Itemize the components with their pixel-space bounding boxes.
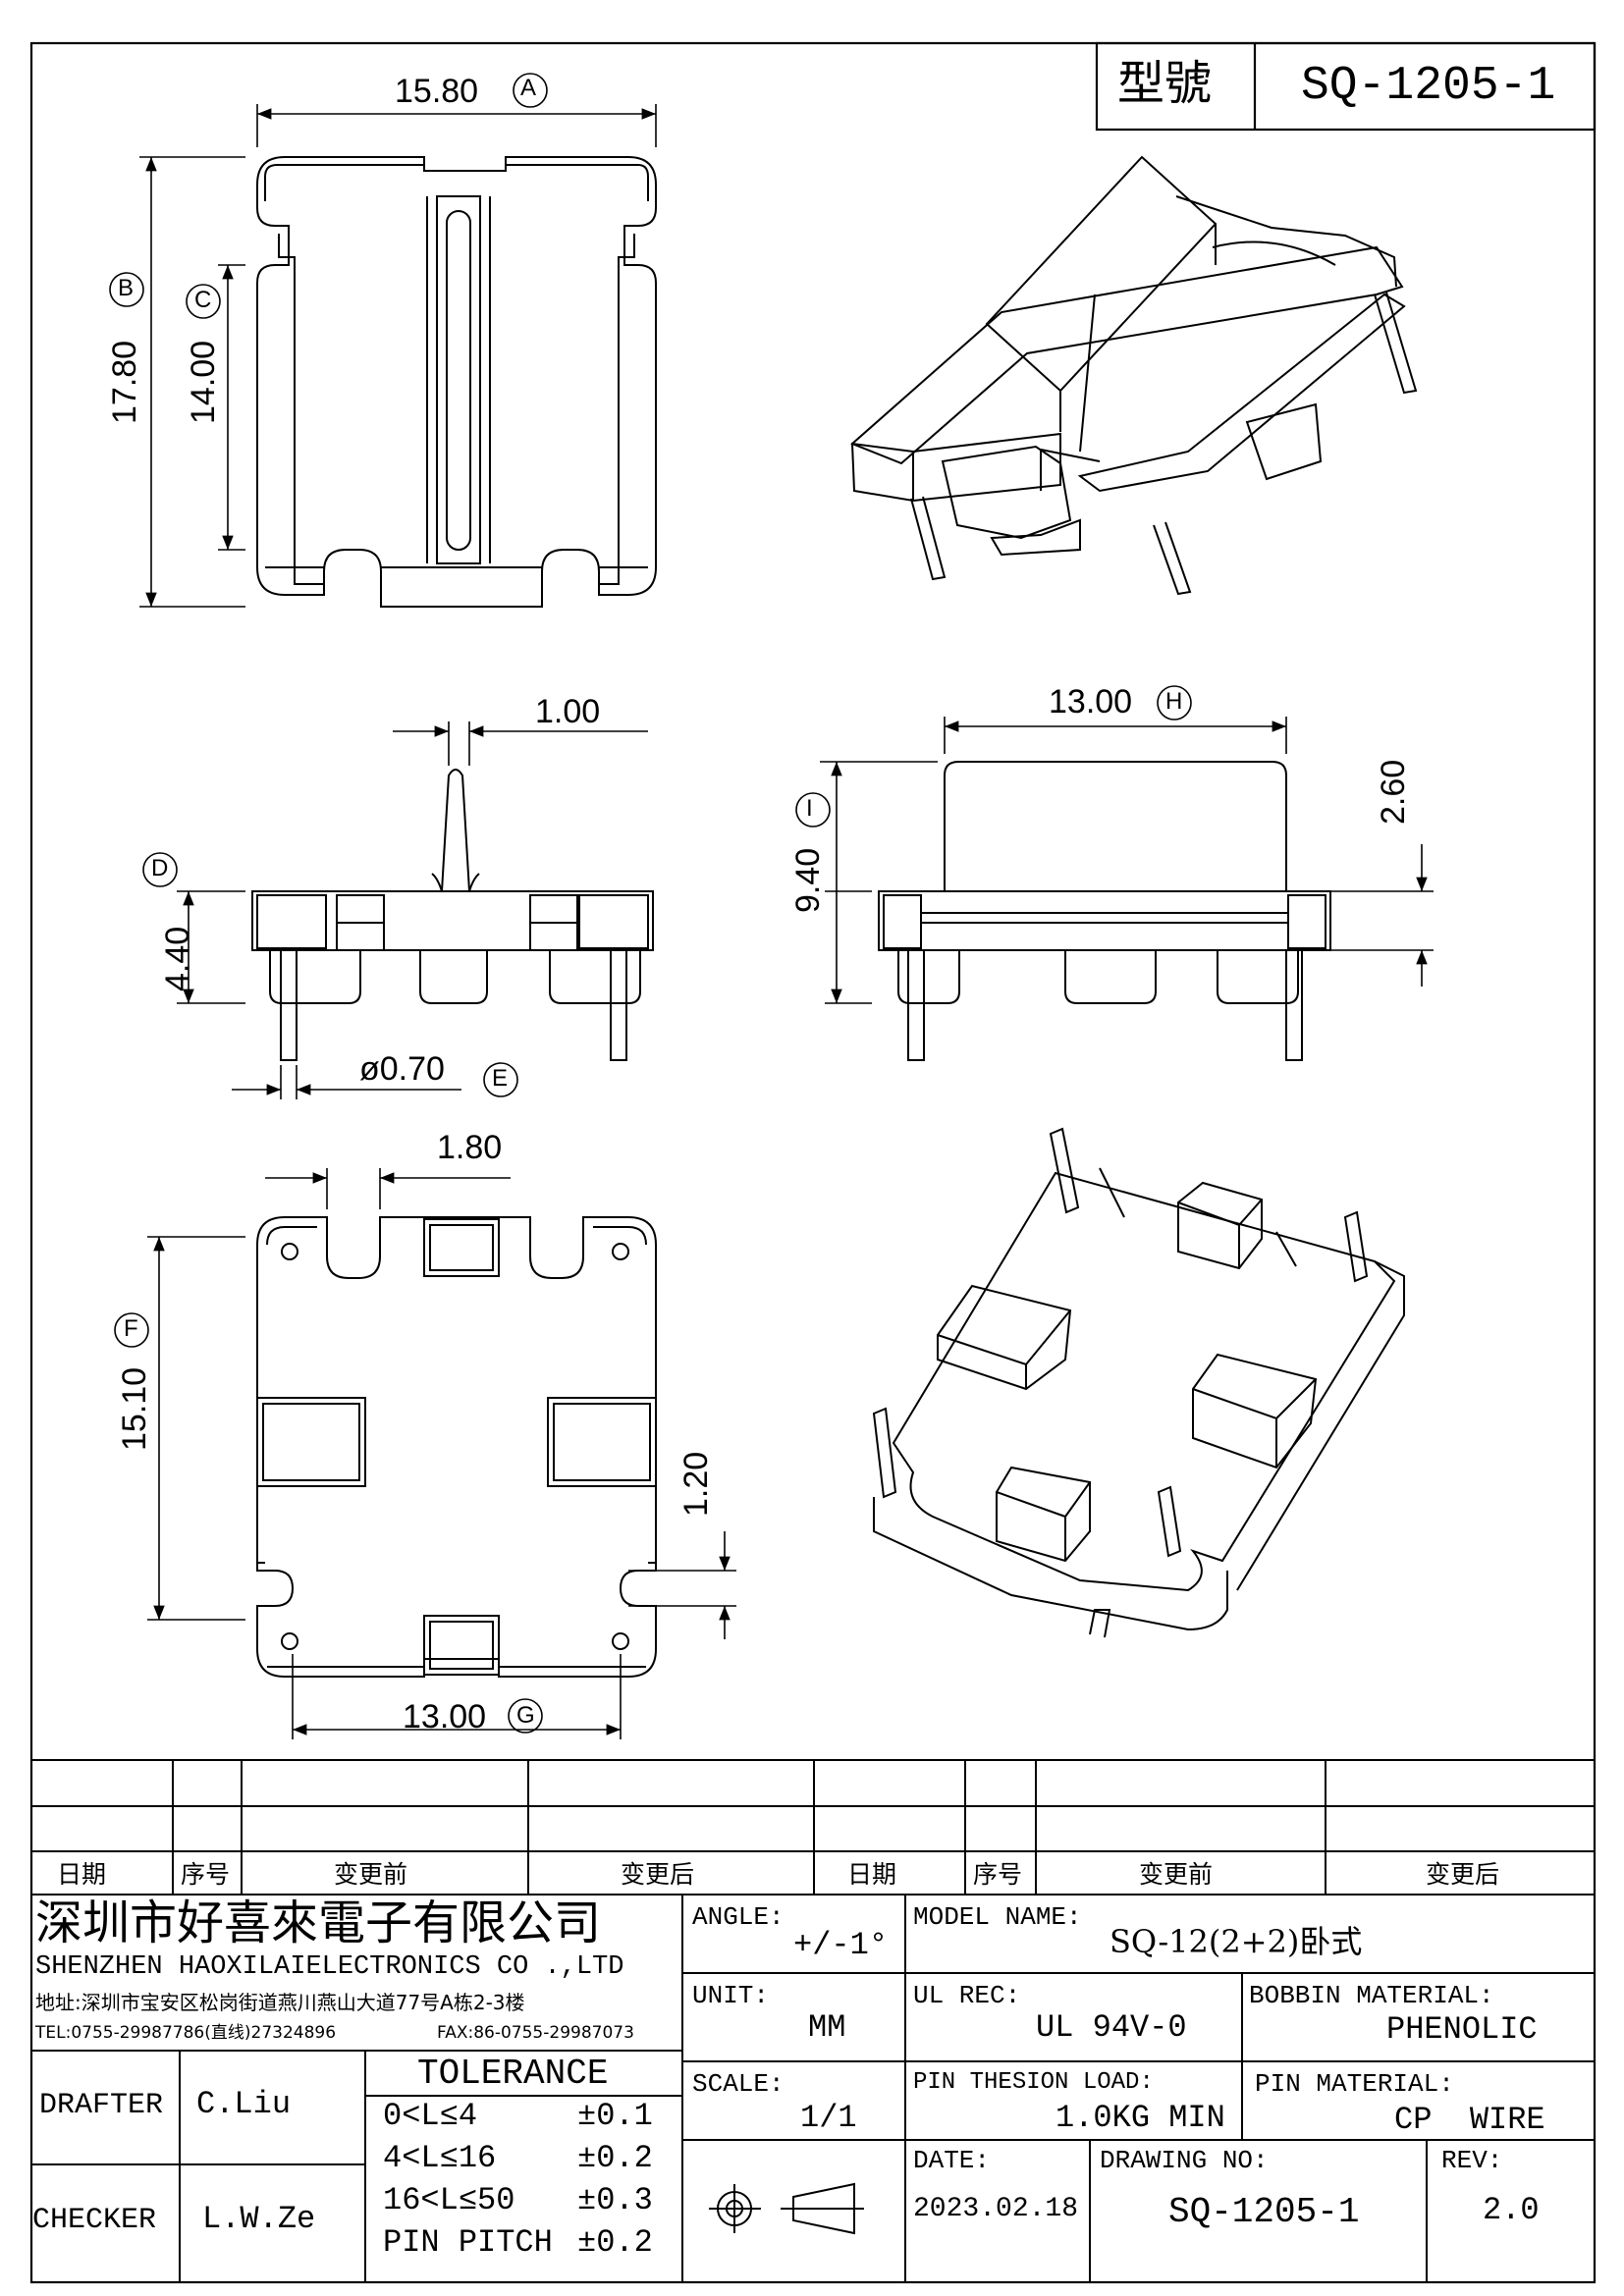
pin-material-value: CP WIRE: [1394, 2102, 1545, 2138]
dim-h-value: 13.00: [1049, 683, 1133, 721]
bobbin-value: PHENOLIC: [1386, 2011, 1538, 2048]
isometric-view-bottom: [872, 1127, 1405, 1638]
rev-value: 2.0: [1483, 2192, 1540, 2228]
unit-label: UNIT:: [692, 1981, 770, 2010]
dim-i-tag: I: [806, 795, 813, 822]
dim-f-value: 15.10: [116, 1366, 153, 1451]
rev-header-date-1: 日期: [57, 1860, 107, 1889]
dim-e-tag: E: [492, 1065, 509, 1092]
angle-value: +/-1°: [793, 1927, 889, 1963]
dim-a-tag: A: [520, 75, 537, 101]
dim-side-height: 4.40: [159, 926, 196, 991]
side-view-left: [251, 769, 654, 1061]
top-view: [256, 156, 657, 608]
tolerance-range-1: 0<L≤4: [383, 2098, 478, 2134]
bottom-view: [256, 1216, 657, 1678]
rev-header-seq-2: 序号: [973, 1860, 1023, 1889]
dim-top-height: 2.60: [1375, 759, 1412, 825]
angle-label: ANGLE:: [692, 1902, 785, 1932]
date-label: DATE:: [913, 2146, 991, 2175]
pin-load-label: PIN THESION LOAD:: [913, 2069, 1154, 2096]
company-address: 地址:深圳市宝安区松岗街道燕川燕山大道77号A栋2-3楼: [35, 1991, 525, 2014]
tolerance-range-3: 16<L≤50: [383, 2182, 515, 2218]
tolerance-value-1: ±0.1: [577, 2098, 653, 2134]
rev-header-after-2: 变更后: [1426, 1860, 1500, 1889]
model-number: SQ-1205-1: [1301, 60, 1556, 113]
company-fax: FAX:86-0755-29987073: [437, 2023, 634, 2043]
model-label: 型號: [1117, 58, 1213, 110]
company-name-en: SHENZHEN HAOXILAIELECTRONICS CO .,LTD: [35, 1952, 624, 1982]
ul-value: UL 94V-0: [1036, 2009, 1187, 2046]
side-view-right: [878, 761, 1331, 1061]
dim-gap: 1.20: [677, 1451, 715, 1517]
tolerance-value-4: ±0.2: [577, 2224, 653, 2261]
rev-header-date-2: 日期: [847, 1860, 897, 1889]
pin-load-value: 1.0KG MIN: [1056, 2100, 1225, 2136]
drawing-no-label: DRAWING NO:: [1100, 2146, 1269, 2175]
model-name-label: MODEL NAME:: [913, 1902, 1082, 1932]
bobbin-label: BOBBIN MATERIAL:: [1249, 1981, 1494, 2010]
model-header-box: [1095, 41, 1597, 132]
company-tel: TEL:0755-29987786(直线)27324896: [35, 2023, 337, 2043]
dim-g-tag: G: [516, 1702, 535, 1729]
outer-border: [29, 41, 1597, 2284]
rev-header-before-1: 变更前: [334, 1860, 408, 1889]
bottom-view-dims: [114, 1168, 736, 1739]
side-view-left-dims: [142, 721, 648, 1099]
dim-total-height: 9.40: [789, 847, 827, 913]
rev-header-after-1: 变更后: [621, 1860, 695, 1889]
pin-material-label: PIN MATERIAL:: [1255, 2069, 1454, 2099]
rev-header-before-2: 变更前: [1139, 1860, 1214, 1889]
date-value: 2023.02.18: [913, 2194, 1079, 2224]
title-block: [31, 1759, 1595, 2282]
rev-header-seq-1: 序号: [181, 1860, 231, 1889]
tolerance-value-3: ±0.3: [577, 2182, 653, 2218]
drafter-name: C.Liu: [196, 2086, 292, 2122]
drafter-label: DRAFTER: [39, 2089, 164, 2122]
model-name-value: SQ-12(2+2)卧式: [1110, 1923, 1363, 1960]
isometric-view-top: [850, 155, 1418, 596]
dim-b-tag: B: [118, 275, 135, 301]
checker-name: L.W.Ze: [202, 2201, 316, 2237]
dim-g-value: 13.00: [403, 1698, 487, 1735]
dim-a-value: 15.80: [395, 73, 479, 110]
dim-c-value: 14.00: [185, 340, 222, 424]
side-view-right-dims: [795, 685, 1434, 1004]
scale-label: SCALE:: [692, 2069, 785, 2099]
dim-d-tag: D: [151, 855, 169, 881]
checker-label: CHECKER: [32, 2204, 157, 2237]
tolerance-range-4: PIN PITCH: [383, 2224, 553, 2261]
dim-pin-width: 1.00: [535, 693, 601, 730]
top-view-dims: [109, 73, 657, 608]
ul-label: UL REC:: [913, 1981, 1021, 2010]
company-name-cn: 深圳市好喜來電子有限公司: [35, 1896, 602, 1950]
dim-pin-diameter: ø0.70: [359, 1050, 445, 1088]
tolerance-range-2: 4<L≤16: [383, 2140, 497, 2176]
tolerance-value-2: ±0.2: [577, 2140, 653, 2176]
dim-h-tag: H: [1165, 688, 1183, 715]
dim-b-value: 17.80: [106, 340, 143, 424]
rev-label: REV:: [1441, 2146, 1503, 2175]
dim-f-tag: F: [124, 1315, 138, 1342]
unit-value: MM: [808, 2009, 846, 2046]
dim-slot-width: 1.80: [437, 1129, 503, 1166]
scale-value: 1/1: [800, 2100, 857, 2136]
drawing-no-value: SQ-1205-1: [1168, 2192, 1360, 2232]
tolerance-title: TOLERANCE: [417, 2054, 609, 2094]
dim-c-tag: C: [194, 287, 212, 313]
